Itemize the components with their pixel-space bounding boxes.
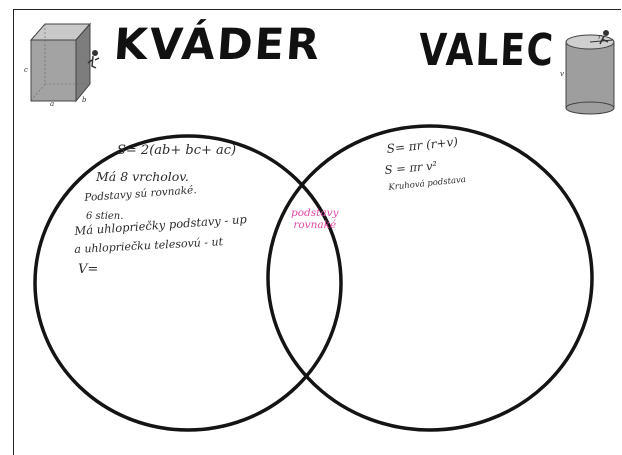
cylinder-label-r: r: [598, 33, 602, 41]
cuboid-label-a: a: [50, 100, 55, 108]
cuboid-surface-formula: S= 2(ab+ bc+ ac): [117, 143, 237, 158]
title-valec: VALEC: [417, 25, 556, 76]
title-kvader: KVÁDER: [112, 20, 323, 70]
intersection-line-2: rovnaké: [293, 219, 337, 231]
left-circle: [33, 134, 343, 432]
right-circle: [266, 124, 594, 432]
cuboid-label-b: b: [82, 96, 87, 104]
cylinder-illustration: [565, 30, 615, 115]
page-frame: [13, 9, 621, 455]
intersection-line-1: podstavy: [291, 207, 339, 219]
cylinder-label-v: v: [560, 70, 564, 78]
cuboid-faces: 6 stien.: [86, 211, 124, 222]
cuboid-volume: V=: [78, 262, 99, 277]
cuboid-illustration: [29, 22, 100, 103]
intersection-note: podstavy rovnaké: [291, 207, 339, 231]
cuboid-label-c: c: [24, 66, 28, 74]
cuboid-vertices: Má 8 vrcholov.: [96, 169, 189, 184]
